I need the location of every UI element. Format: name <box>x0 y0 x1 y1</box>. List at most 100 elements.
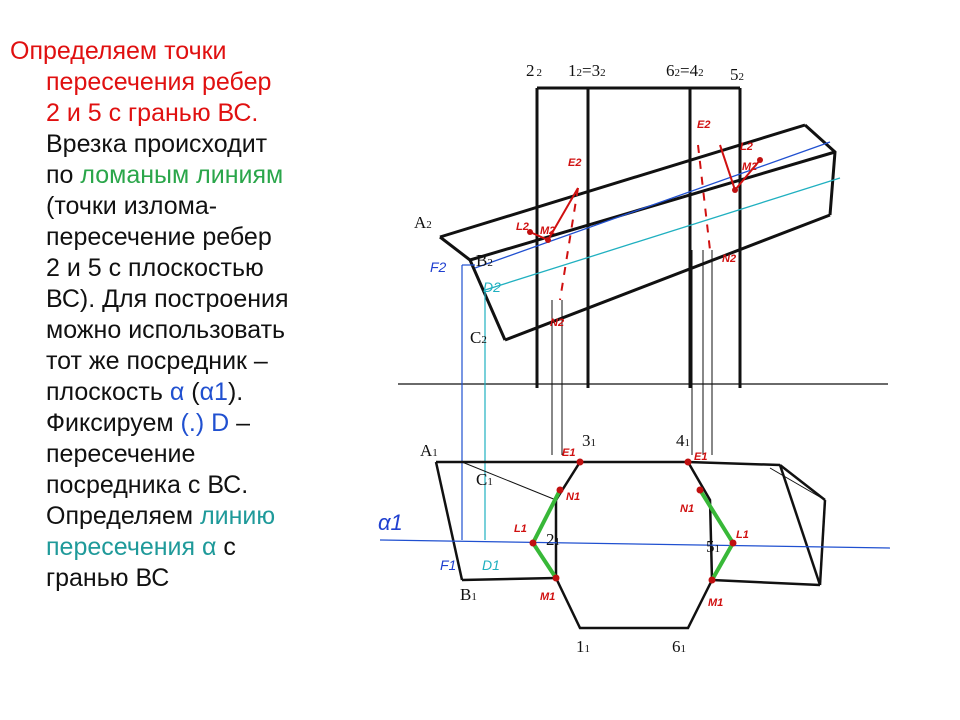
text-line: пересечение <box>46 440 196 468</box>
text-line: пересечения α с <box>10 532 390 563</box>
text-line: Врезка происходит <box>46 130 268 158</box>
label-f2: F2 <box>430 259 447 275</box>
label-6-1: 61 <box>672 637 686 656</box>
label-c2: C2 <box>470 328 487 347</box>
highlight-broken-lines: ломаным линиям <box>80 161 284 189</box>
text-fragment: с <box>216 533 236 561</box>
text-fragment: Фиксируем <box>46 409 181 437</box>
right-green-line <box>698 488 736 581</box>
label-f1: F1 <box>440 557 456 573</box>
point-m2 <box>545 237 551 243</box>
point-m2-right <box>732 187 738 193</box>
point-e1-right <box>684 458 692 466</box>
prism2-edge-b <box>469 150 836 262</box>
top-view <box>434 460 827 630</box>
label-2-1: 21 <box>546 530 560 549</box>
label-e1: E1 <box>562 447 575 459</box>
label-m2-right: M2 <box>742 161 757 173</box>
prism2-left-a <box>434 461 464 581</box>
label-a2: A2 <box>414 213 432 232</box>
text-line: 2 и 5 с плоскостью <box>46 254 264 282</box>
hexagon <box>554 460 714 630</box>
edge-thin <box>769 467 826 501</box>
label-l2: L2 <box>516 221 529 233</box>
label-1-1: 11 <box>576 637 590 656</box>
prism2-right-top <box>779 464 826 501</box>
alpha-plane-line-front <box>474 141 831 269</box>
text-line: пересечения ребер <box>46 68 272 96</box>
alpha1-line <box>379 539 891 549</box>
text-line: 2 и 5 с гранью ВС. <box>46 99 259 127</box>
point-m1 <box>552 574 560 582</box>
label-4-1: 41 <box>676 431 690 450</box>
blue-projection-lines <box>461 264 475 540</box>
label-3-1: 31 <box>582 431 596 450</box>
label-b1: B1 <box>460 585 477 604</box>
text-line: тот же посредник – <box>46 347 268 375</box>
alpha-symbol: α <box>169 378 185 406</box>
green-lines <box>530 488 736 581</box>
prism2-bottom-left <box>461 576 557 582</box>
label-l1: L1 <box>514 523 527 535</box>
label-m1: M1 <box>540 591 555 603</box>
label-e2-right: E2 <box>697 119 710 131</box>
prism2-bottom-right <box>711 578 821 587</box>
front-intersection <box>529 144 761 301</box>
prism2-edge-c <box>504 213 831 342</box>
text-line: по ломаным линиям <box>10 160 390 191</box>
text-line: пересечение ребер <box>46 223 272 251</box>
label-n1-right: N1 <box>680 503 694 515</box>
text-fragment: ( <box>184 378 200 406</box>
label-d1: D1 <box>482 557 500 573</box>
point-l1-right <box>729 539 737 547</box>
explanation-text: Определяем точки пересечения ребер 2 и 5… <box>10 36 390 594</box>
label-alpha1: α1 <box>378 510 403 535</box>
point-e1 <box>576 458 584 466</box>
point-l1 <box>529 539 537 547</box>
text-line: Определяем точки <box>10 37 227 65</box>
label-top-13: 12=32 <box>568 61 606 80</box>
highlight-line: линию <box>200 502 276 530</box>
text-line: плоскость α (α1). <box>10 377 390 408</box>
text-fragment: ). <box>227 378 244 406</box>
text-fragment: плоскость <box>46 378 170 406</box>
label-b2: B2 <box>476 251 493 270</box>
label-m2: M2 <box>540 225 555 237</box>
top-points <box>529 458 737 584</box>
label-c1: C1 <box>476 470 493 489</box>
prism2-right-diag <box>778 464 822 586</box>
prism2-top-edge-right <box>687 460 781 467</box>
prism2-right-end <box>803 123 837 216</box>
prism2-c-line <box>461 461 557 501</box>
d-line-front <box>484 177 841 291</box>
label-e1-right: E1 <box>694 451 707 463</box>
label-e2: E2 <box>568 157 581 169</box>
label-5-1: 51 <box>706 537 720 556</box>
label-a1: A1 <box>420 441 438 460</box>
left-dash-front <box>559 187 579 301</box>
text-line: (точки излома- <box>46 192 218 220</box>
front-view <box>439 86 837 388</box>
alpha1-symbol: α1 <box>199 378 228 406</box>
prism2-right-side <box>818 499 827 586</box>
point-n1-right <box>696 486 704 494</box>
text-fragment: Определяем <box>46 502 201 530</box>
text-line: гранью ВС <box>46 564 170 592</box>
point-d-highlight: (.) D <box>180 409 230 437</box>
prism2-edge-a <box>439 123 806 239</box>
text-line: посредника с ВС. <box>46 471 249 499</box>
prism2-left-end <box>439 235 507 341</box>
point-l2 <box>527 229 533 235</box>
label-d2: D2 <box>483 279 501 295</box>
label-n2: N2 <box>550 317 564 329</box>
right-dash-front <box>697 144 711 251</box>
label-l1-right: L1 <box>736 529 749 541</box>
text-line: Определяем линию <box>10 501 390 532</box>
point-m1-right <box>708 576 716 584</box>
label-l2-right: L2 <box>740 141 753 153</box>
text-fragment: – <box>229 409 251 437</box>
